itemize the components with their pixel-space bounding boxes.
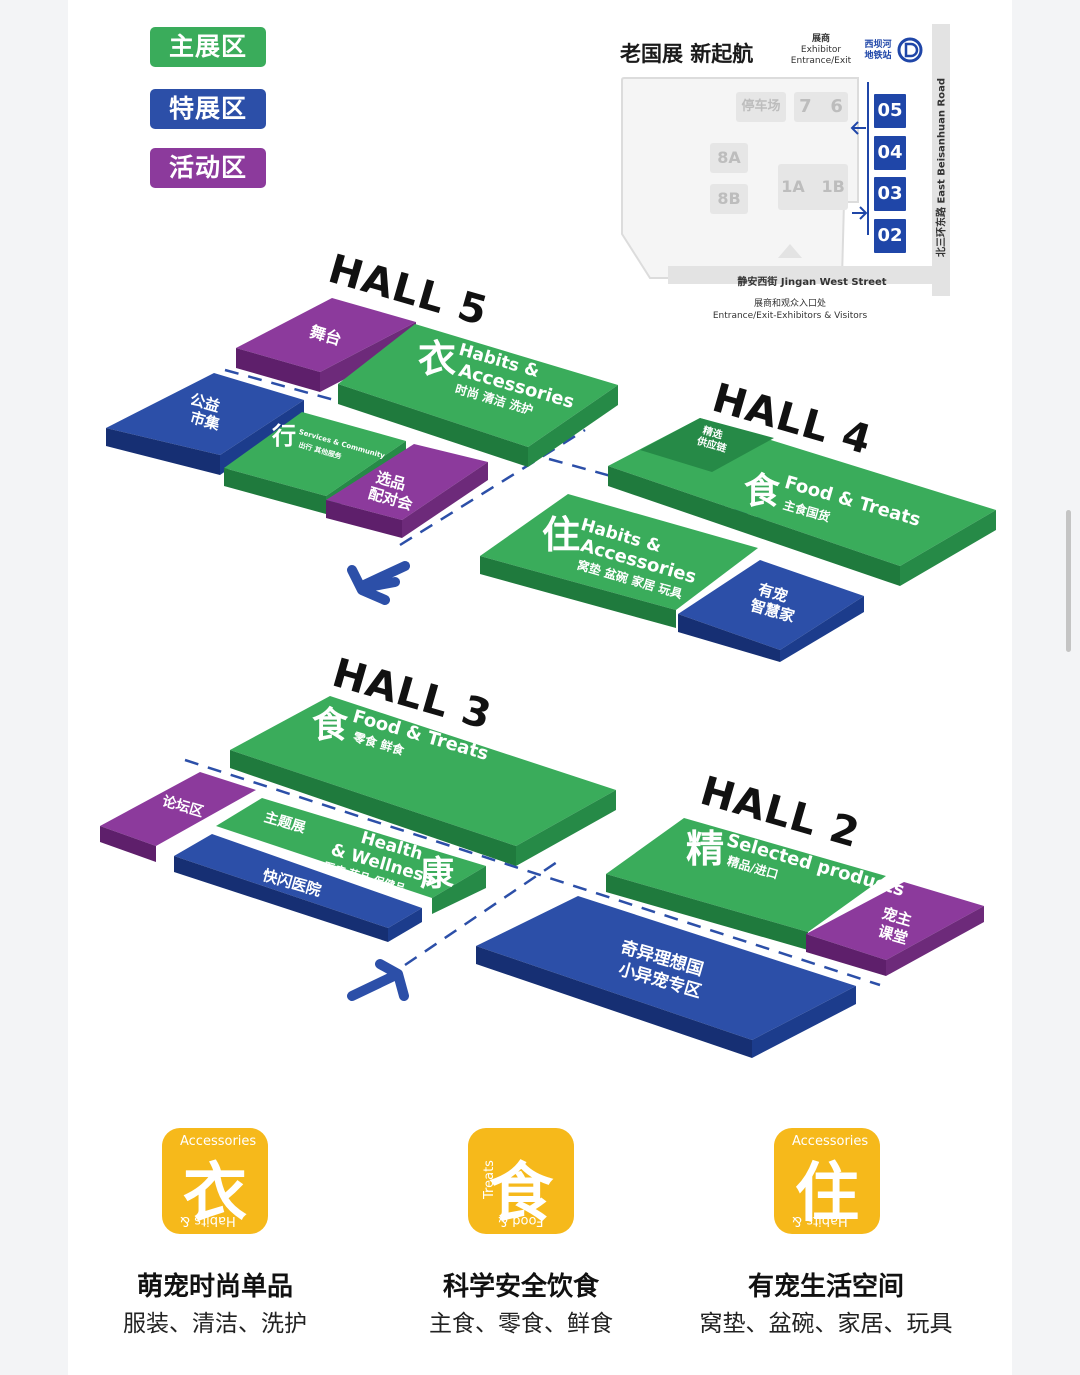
gate-03: 03 [872, 175, 908, 213]
subway-name-1: 西坝河 [864, 40, 892, 50]
hall4-home-char: 住 [542, 512, 581, 557]
living-title: 有宠生活空间 [747, 1272, 904, 1302]
exhibitor-label-cn: 展商 [811, 34, 830, 44]
hall-1a-label: 1A [781, 177, 805, 196]
walkway-lower [184, 758, 881, 987]
hall4-blocks [480, 418, 996, 662]
hall-6-label: 6 [830, 96, 843, 117]
legend-main-area: 主展区 [150, 27, 266, 67]
entrance-label-cn: 展商和观众入口处 [753, 299, 826, 309]
food-title: 科学安全饮食 [442, 1272, 599, 1302]
legend-event-area: 活动区 [150, 148, 266, 188]
hall5-clothing-char: 衣 [418, 336, 457, 381]
entrance-label-en: Entrance/Exit-Exhibitors & Visitors [712, 311, 868, 321]
hall-1b-label: 1B [821, 177, 845, 196]
hall-1-block: 1A 1B [778, 164, 848, 210]
food-arc-bottom: Food & [498, 1213, 544, 1228]
hall-7-6-block: 7 6 [794, 92, 848, 122]
hall4-food-char: 食 [744, 470, 781, 512]
right-margin [1012, 0, 1080, 1375]
subway-icon [897, 37, 923, 63]
hall3-health-char: 康 [420, 854, 454, 894]
food-char: 食 [489, 1156, 553, 1231]
gate-02: 02 [872, 217, 908, 255]
hall-8a-block: 8A [710, 143, 748, 173]
scrollbar[interactable] [1066, 510, 1071, 652]
subway-name-2: 地铁站 [864, 51, 892, 61]
exhibitor-label-en: Exhibitor [800, 45, 842, 55]
hall-map-graphics [100, 298, 996, 1058]
clothing-arc-top: Accessories [180, 1134, 257, 1149]
arrow-enter-icon [347, 959, 409, 1001]
clothing-title: 萌宠时尚单品 [136, 1272, 293, 1302]
living-subtitle: 窝垫、盆碗、家居、玩具 [699, 1311, 953, 1337]
street-label: 静安西街 Jingan West Street [737, 277, 887, 288]
hall3-food-char: 食 [312, 704, 349, 746]
clothing-category-icon: 衣 Accessories Habits & [162, 1128, 268, 1234]
hall2-selected-char: 精 [686, 826, 725, 871]
gate-05: 05 [872, 92, 908, 130]
left-margin [0, 0, 68, 1375]
hall5-travel-char: 行 [272, 422, 296, 450]
clothing-char: 衣 [183, 1156, 247, 1231]
gate-04: 04 [872, 134, 908, 172]
hall2-blocks [476, 818, 984, 1058]
hall3-blocks [100, 696, 616, 942]
living-char: 住 [795, 1156, 859, 1231]
clothing-arc-bottom: Habits & [180, 1213, 236, 1228]
legend-special-area: 特展区 [150, 89, 266, 129]
hall5-blocks [106, 298, 618, 538]
clothing-subtitle: 服装、清洁、洗护 [123, 1311, 307, 1337]
food-category-icon: 食 Treats Food & [468, 1128, 574, 1234]
living-arc-bottom: Habits & [792, 1213, 848, 1228]
living-arc-top: Accessories [792, 1134, 869, 1149]
arrow-exit-icon [347, 561, 410, 605]
inset-site-plan [621, 24, 950, 296]
parking-block: 停车场 [736, 92, 786, 122]
exhibitor-exit-label: Entrance/Exit [790, 56, 852, 66]
hall-7-label: 7 [799, 96, 812, 117]
food-arc-top: Treats [481, 1160, 497, 1199]
food-subtitle: 主食、零食、鲜食 [429, 1311, 613, 1337]
living-category-icon: 住 Accessories Habits & [774, 1128, 880, 1234]
inset-title: 老国展 新起航 [620, 42, 754, 66]
hall-8b-block: 8B [710, 184, 748, 214]
